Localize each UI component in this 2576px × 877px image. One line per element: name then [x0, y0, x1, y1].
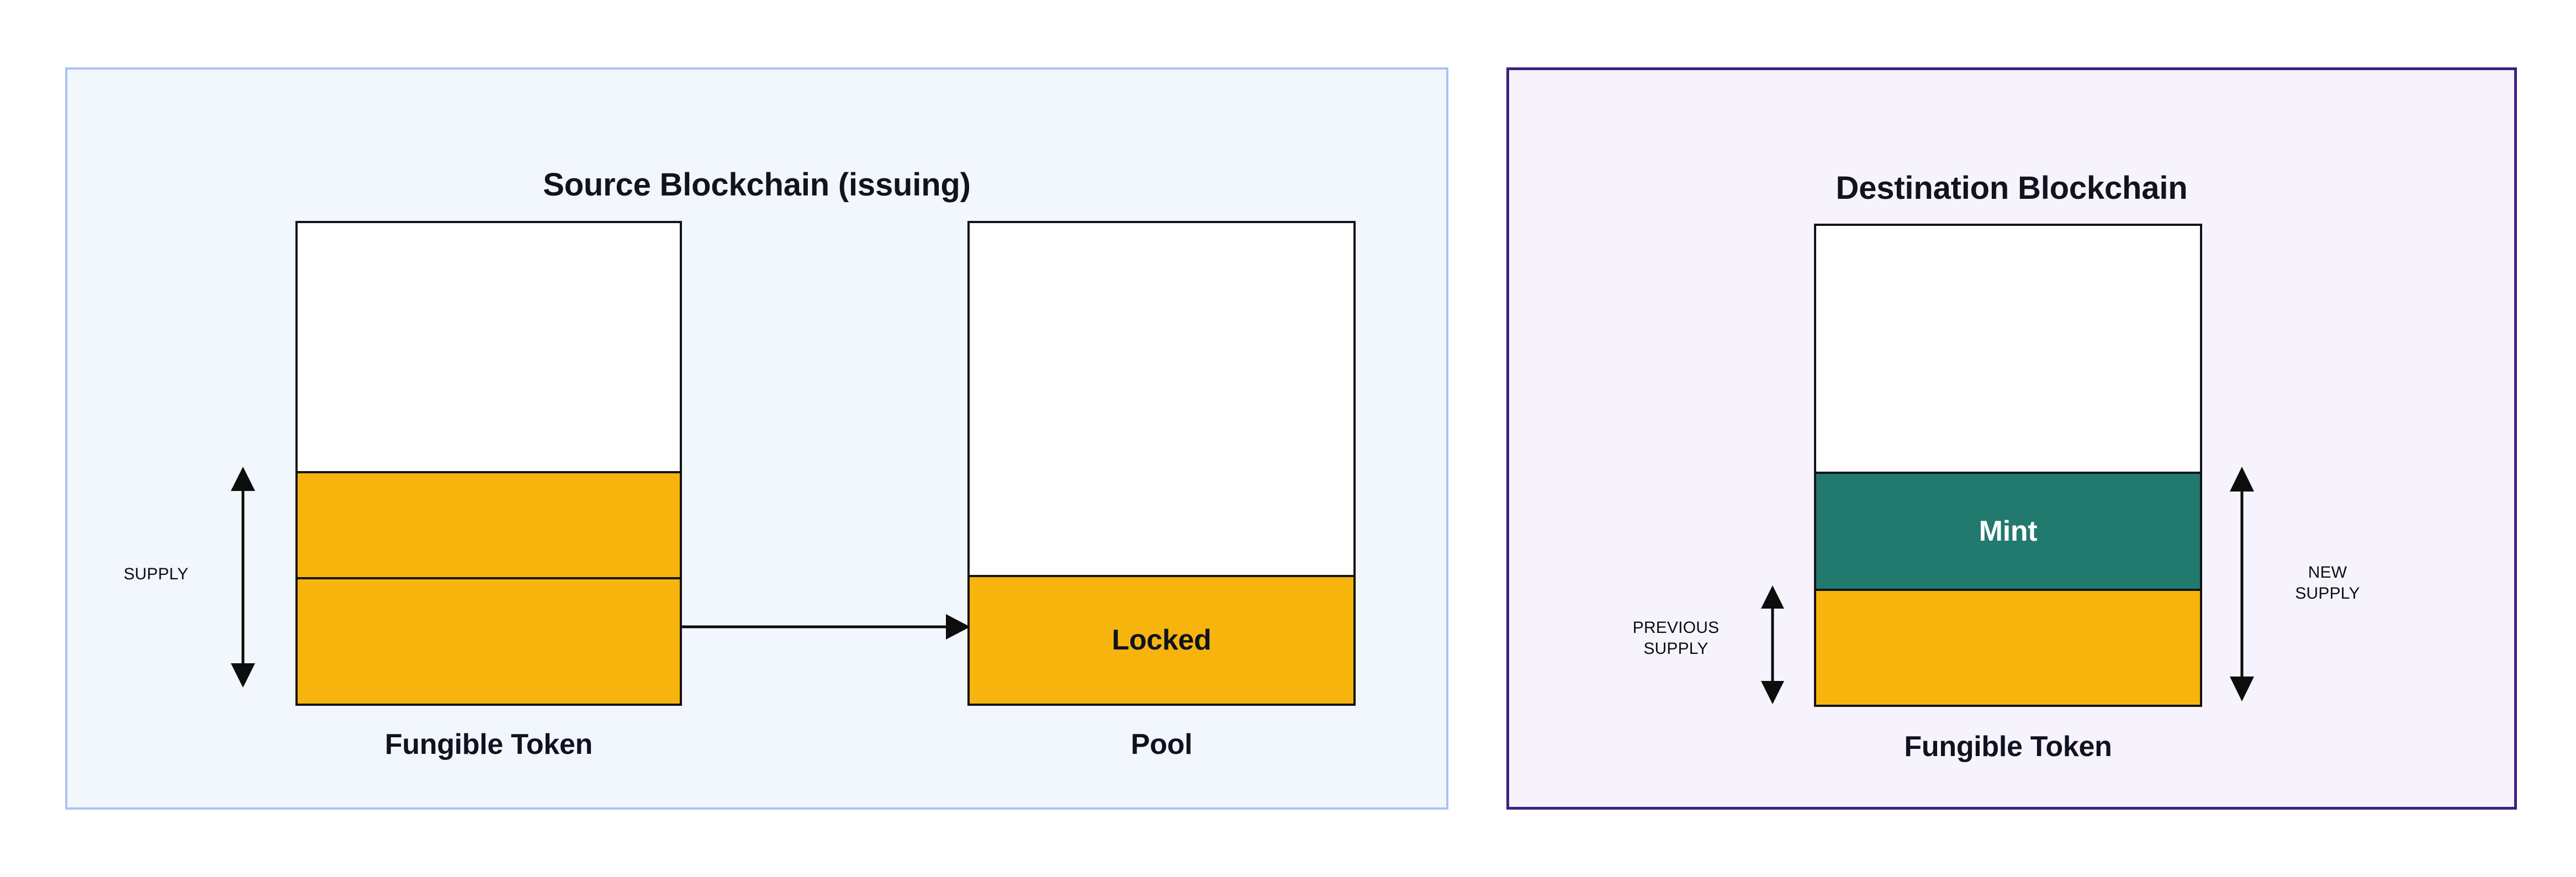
source-fungible-token-box: [295, 221, 682, 706]
destination-token-mint-segment: Mint: [1816, 473, 2200, 590]
source-token-supply-lower-segment: [298, 579, 680, 704]
source-token-divider-top: [298, 471, 680, 473]
pool-locked-segment: Locked: [970, 576, 1353, 704]
source-token-empty-segment: [298, 223, 680, 472]
previous-supply-measure-arrow: [1761, 585, 1784, 704]
source-pool-box: Locked: [967, 221, 1356, 706]
pool-locked-label: Locked: [1112, 624, 1212, 656]
supply-measure-arrow: [231, 467, 255, 688]
destination-fungible-token-box: Mint: [1814, 224, 2202, 707]
new-supply-measure-label: NEW SUPPLY: [2295, 563, 2360, 603]
source-fungible-token-caption: Fungible Token: [384, 728, 593, 760]
destination-token-divider-top: [1816, 472, 2200, 474]
supply-measure-label: SUPPLY: [123, 565, 189, 583]
new-supply-measure-arrow: [2230, 467, 2254, 701]
destination-token-previous-supply-segment: [1816, 591, 2200, 705]
pool-divider: [970, 575, 1353, 577]
destination-token-empty-segment: [1816, 226, 2200, 473]
destination-fungible-token-caption: Fungible Token: [1904, 731, 2112, 763]
destination-token-divider-mid: [1816, 589, 2200, 591]
source-token-supply-upper-segment: [298, 472, 680, 577]
source-panel-title: Source Blockchain (issuing): [543, 167, 971, 203]
previous-supply-measure-label: PREVIOUS SUPPLY: [1632, 619, 1720, 658]
source-pool-caption: Pool: [1130, 728, 1193, 760]
mint-label: Mint: [1979, 515, 2038, 547]
pool-empty-segment: [970, 223, 1353, 576]
transfer-arrow: [680, 614, 970, 640]
source-token-divider-mid: [298, 577, 680, 579]
destination-panel-title: Destination Blockchain: [1836, 170, 2188, 206]
